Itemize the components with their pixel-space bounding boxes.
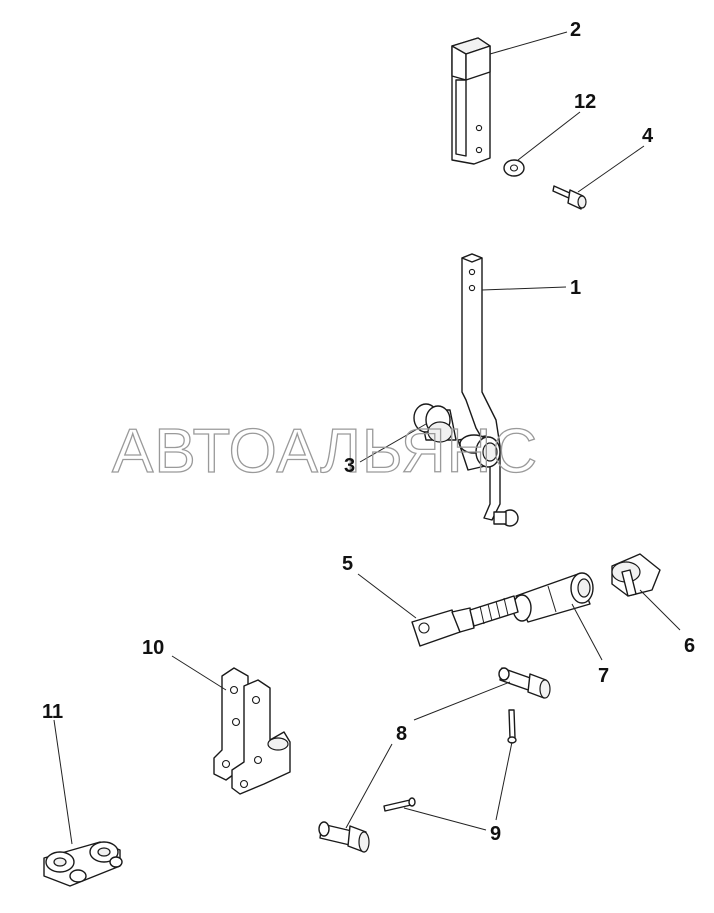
callout-1: 1: [570, 277, 581, 299]
part-10-bracket: [213, 667, 291, 795]
callout-5: 5: [342, 553, 353, 575]
part-9-cotter-pin-upper: [507, 709, 517, 744]
leader-10: [171, 655, 227, 691]
part-7-sleeve: [512, 572, 594, 623]
callout-9: 9: [490, 823, 501, 845]
callout-3: 3: [344, 455, 355, 477]
leader-6: [639, 589, 681, 631]
callout-2: 2: [570, 19, 581, 41]
callout-4: 4: [642, 125, 654, 147]
leader-3: [359, 423, 427, 463]
leader-5: [357, 573, 417, 619]
part-3-bush: [413, 403, 501, 468]
callout-6: 6: [684, 635, 695, 657]
callout-12: 12: [574, 91, 596, 113]
callout-labels: 2 12 4 1 3 5 6 7 10 11 8 9: [42, 19, 695, 845]
leader-8b: [345, 743, 393, 829]
leader-4: [577, 145, 645, 193]
leader-9b: [403, 807, 487, 831]
leader-1: [481, 286, 567, 291]
part-8-pin-upper: [498, 667, 551, 699]
part-8-pin-lower: [318, 821, 370, 853]
watermark-text: АВТОАЛЬЯНС: [112, 417, 538, 486]
part-2-handle: [451, 37, 491, 165]
part-5-fork-rod: [411, 595, 519, 647]
leader-lines: [53, 31, 681, 845]
leader-9a: [495, 741, 513, 821]
part-11-chain-link: [43, 841, 123, 887]
part-9-cotter-pin-lower: [383, 797, 416, 812]
leader-7: [571, 603, 603, 661]
leader-11: [53, 719, 73, 845]
callout-10: 10: [142, 637, 164, 659]
part-12-washer: [503, 159, 525, 177]
callout-11: 11: [42, 701, 63, 723]
leader-12: [517, 111, 581, 161]
callout-8: 8: [396, 723, 407, 745]
part-6-clip: [611, 553, 661, 597]
part-4-screw: [552, 185, 587, 210]
callout-7: 7: [598, 665, 609, 687]
leader-8a: [413, 681, 511, 721]
leader-2: [489, 31, 568, 55]
